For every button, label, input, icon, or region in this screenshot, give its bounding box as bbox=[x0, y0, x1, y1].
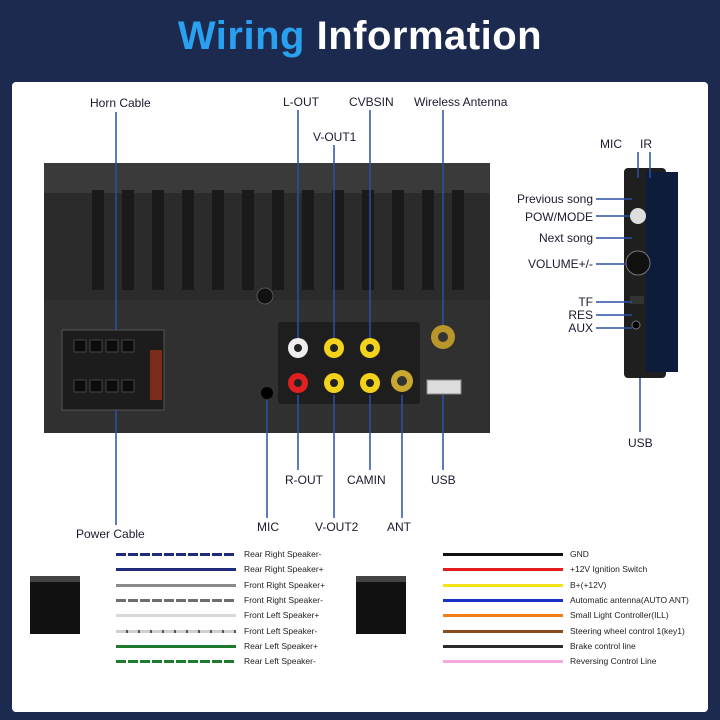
label-res: RES bbox=[568, 308, 593, 322]
label-power-cable: Power Cable bbox=[76, 527, 145, 541]
right-wire-label-1: +12V Ignition Switch bbox=[570, 564, 648, 575]
left-wire-0 bbox=[116, 553, 236, 556]
label-l-out: L-OUT bbox=[283, 95, 319, 109]
right-wire-label-0: GND bbox=[570, 549, 589, 559]
label-front-mic: MIC bbox=[600, 137, 622, 151]
label-previous-song: Previous song bbox=[516, 192, 593, 206]
left-wire-3 bbox=[116, 598, 236, 602]
label-front-usb: USB bbox=[628, 436, 653, 450]
left-wire-5 bbox=[116, 629, 236, 633]
label-cvbsin: CVBSIN bbox=[349, 95, 394, 109]
title-part1: Wiring bbox=[177, 14, 305, 58]
right-wire-label-7: Reversing Control Line bbox=[570, 656, 657, 667]
right-wire-0 bbox=[443, 553, 563, 556]
left-wire-label-0: Rear Right Speaker- bbox=[244, 549, 322, 559]
label-camin: CAMIN bbox=[347, 473, 386, 487]
label-r-out: R-OUT bbox=[285, 473, 323, 487]
left-wire-label-3: Front Right Speaker- bbox=[244, 594, 323, 605]
label-usb: USB bbox=[431, 473, 456, 487]
right-wire-label-3: Automatic antenna(AUTO ANT) bbox=[570, 594, 689, 605]
harness-connector-icon-right bbox=[356, 576, 406, 634]
label-tf: TF bbox=[578, 295, 593, 309]
left-wire-label-5: Front Left Speaker- bbox=[244, 625, 318, 636]
right-wire-3 bbox=[443, 598, 563, 602]
right-wire-6 bbox=[443, 644, 563, 648]
right-wire-label-6: Brake control line bbox=[570, 640, 636, 651]
left-wire-1 bbox=[116, 568, 236, 572]
left-wire-label-7: Rear Left Speaker- bbox=[244, 656, 316, 667]
harness-connector-icon-left bbox=[30, 576, 80, 634]
head-unit-rear bbox=[44, 163, 490, 433]
left-wire-4 bbox=[116, 614, 236, 618]
right-wire-2 bbox=[443, 583, 563, 587]
label-v-out2: V-OUT2 bbox=[315, 520, 359, 534]
label-aux: AUX bbox=[568, 321, 593, 335]
page-title: Wiring Information bbox=[0, 14, 720, 59]
right-wire-label-4: Small Light Controller(ILL) bbox=[570, 610, 669, 621]
right-wire-1 bbox=[443, 568, 563, 572]
label-pow-mode: POW/MODE bbox=[525, 210, 593, 224]
right-wire-7 bbox=[443, 660, 563, 664]
label-mic: MIC bbox=[257, 520, 279, 534]
left-wire-label-4: Front Left Speaker+ bbox=[244, 610, 320, 621]
right-wire-4 bbox=[443, 614, 563, 618]
title-part2: Information bbox=[316, 14, 543, 58]
head-unit-front bbox=[624, 168, 678, 378]
label-front-ir: IR bbox=[640, 137, 652, 151]
right-wire-5 bbox=[443, 629, 563, 633]
left-wire-2 bbox=[116, 583, 236, 587]
label-wireless-antenna: Wireless Antenna bbox=[414, 95, 508, 109]
left-wire-7 bbox=[116, 660, 236, 664]
label-horn-cable: Horn Cable bbox=[90, 96, 151, 110]
label-next-song: Next song bbox=[538, 231, 593, 245]
left-wire-label-1: Rear Right Speaker+ bbox=[244, 564, 324, 575]
right-wire-label-5: Steering wheel control 1(key1) bbox=[570, 625, 685, 636]
left-wire-label-6: Rear Left Speaker+ bbox=[244, 640, 318, 651]
left-wire-label-2: Front Right Speaker+ bbox=[244, 579, 326, 590]
label-ant: ANT bbox=[387, 520, 411, 534]
left-wire-6 bbox=[116, 644, 236, 648]
right-wire-label-2: B+(+12V) bbox=[570, 579, 607, 590]
label-volume: VOLUME+/- bbox=[527, 257, 593, 271]
label-v-out1: V-OUT1 bbox=[313, 130, 357, 144]
